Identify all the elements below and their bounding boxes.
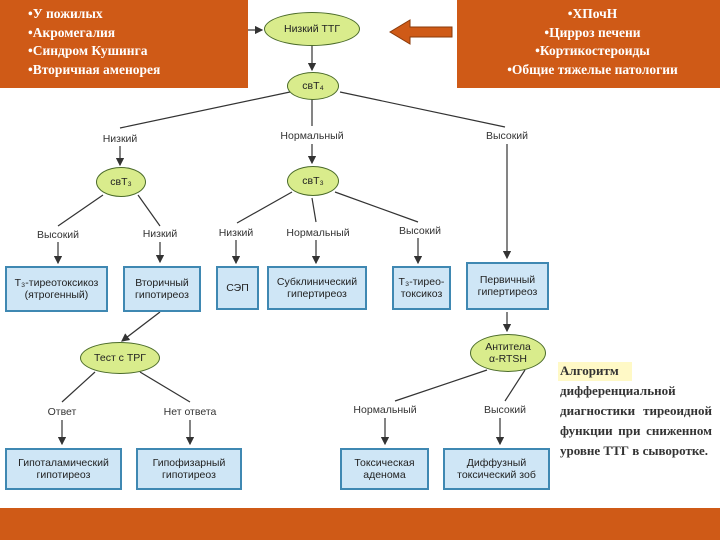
label-normal: Нормальный bbox=[353, 404, 417, 416]
left-condition-item: •Акромегалия bbox=[28, 24, 116, 40]
label-low: Низкий bbox=[102, 133, 138, 145]
label-high: Высокий bbox=[36, 229, 80, 241]
right-condition-item: •Общие тяжелые патологии bbox=[507, 61, 678, 77]
label-response: Ответ bbox=[47, 406, 77, 418]
box-diffuse-toxic-goiter: Диффузный токсический зоб bbox=[443, 448, 550, 490]
node-cvt4: свТ₄ bbox=[287, 72, 339, 100]
box-t3-thyrotoxicosis: Т₃-тиреотоксикоз (ятрогенный) bbox=[5, 266, 108, 312]
label-low: Низкий bbox=[142, 228, 178, 240]
right-condition-item: •Цирроз печени bbox=[544, 24, 641, 40]
bottom-bar bbox=[0, 508, 720, 540]
caption-highlight bbox=[558, 362, 632, 381]
box-subclinical-hyperthyroid: Субклинический гипертиреоз bbox=[267, 266, 367, 310]
left-condition-item: •Синдром Кушинга bbox=[28, 43, 148, 58]
label-low: Низкий bbox=[218, 227, 254, 239]
node-antibodies: Антитела α-RTSH bbox=[470, 334, 546, 372]
box-t3-thyreotoxicosis: Т₃-тирео- токсикоз bbox=[392, 266, 451, 310]
label-high: Высокий bbox=[485, 130, 529, 142]
box-hypothalamic-hypothyroid: Гипоталамический гипотиреоз bbox=[5, 448, 122, 490]
node-cvt3-mid: свТ₃ bbox=[287, 166, 339, 196]
left-condition-item: •Вторичная аменорея bbox=[28, 61, 161, 77]
node-trg-test: Тест с ТРГ bbox=[80, 342, 160, 374]
label-no-response: Нет ответа bbox=[163, 406, 217, 418]
right-condition-item: •ХПочН bbox=[567, 6, 618, 21]
box-sep: СЭП bbox=[216, 266, 259, 310]
label-high: Высокий bbox=[483, 404, 527, 416]
right-conditions-box: •ХПочН •Цирроз печени •Кортикостероиды •… bbox=[457, 0, 720, 88]
label-normal: Нормальный bbox=[286, 227, 350, 239]
algorithm-caption: Алгоритм дифференциальной диагностики ти… bbox=[560, 363, 712, 458]
box-primary-hyperthyroid: Первичный гипертиреоз bbox=[466, 262, 549, 310]
box-toxic-adenoma: Токсическая аденома bbox=[340, 448, 429, 490]
box-secondary-hypothyroid: Вторичный гипотиреоз bbox=[123, 266, 201, 312]
node-cvt3-left: свТ₃ bbox=[96, 167, 146, 197]
right-condition-item: •Кортикостероиды bbox=[535, 43, 650, 58]
left-condition-item: •У пожилых bbox=[28, 6, 103, 21]
label-high: Высокий bbox=[398, 225, 442, 237]
left-conditions-box: •У пожилых •Акромегалия •Синдром Кушинга… bbox=[0, 0, 248, 88]
node-low-ttg: Низкий ТТГ bbox=[264, 12, 360, 46]
box-pituitary-hypothyroid: Гипофизарный гипотиреоз bbox=[136, 448, 242, 490]
label-normal: Нормальный bbox=[280, 130, 344, 142]
